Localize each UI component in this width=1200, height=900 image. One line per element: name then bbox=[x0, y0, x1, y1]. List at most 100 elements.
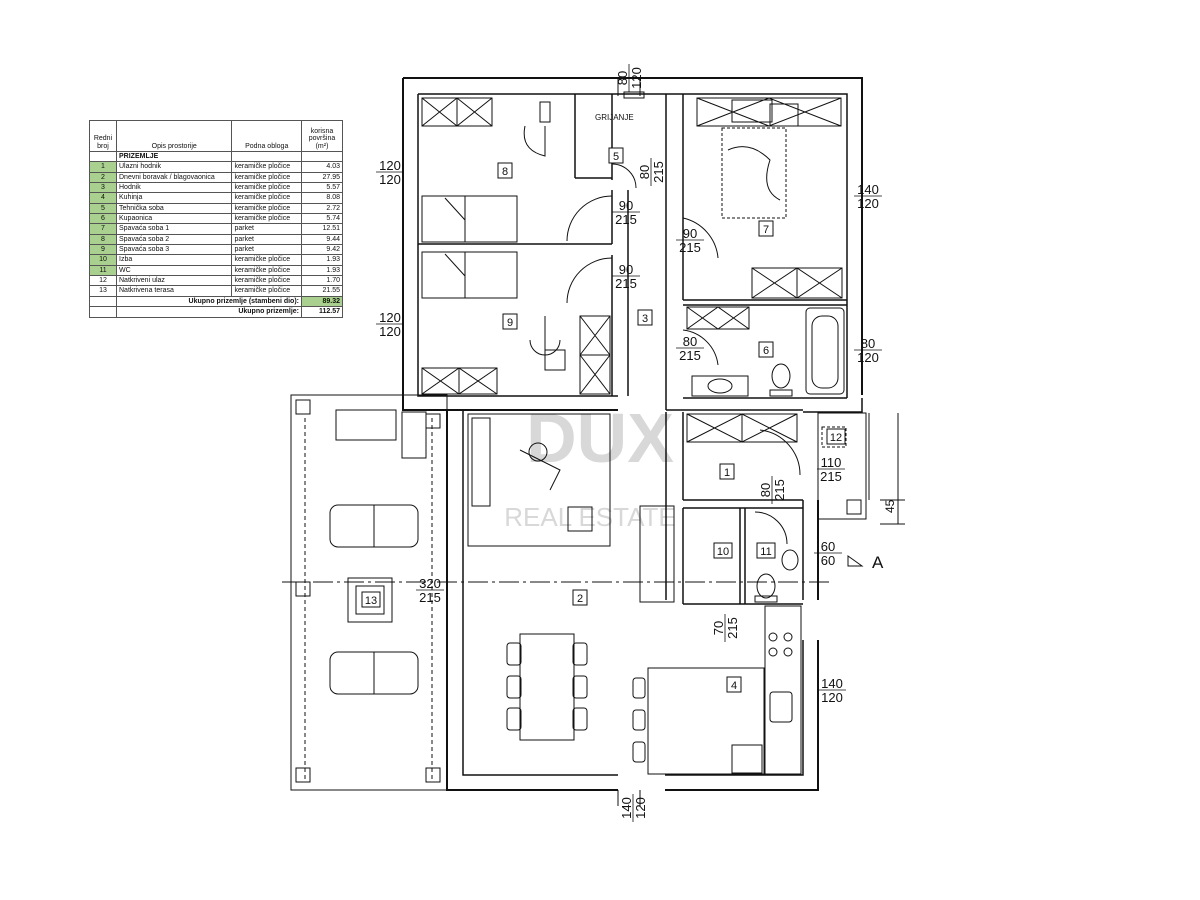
beds bbox=[421, 99, 799, 299]
top-door-marks bbox=[617, 78, 641, 96]
watermark-logo: DUX bbox=[526, 399, 674, 477]
bottom-door-marks bbox=[617, 790, 641, 806]
room-number: 10 bbox=[717, 546, 729, 558]
room-number-box bbox=[502, 313, 518, 330]
table-header-row: Redni broj Opis prostorije Podna obloga … bbox=[89, 120, 343, 152]
dimension-top: 70 bbox=[711, 621, 726, 635]
room-number-box bbox=[572, 589, 588, 606]
dining-table bbox=[506, 633, 646, 763]
dimension-bottom: 120 bbox=[379, 172, 401, 187]
dimension-top: 80 bbox=[861, 336, 875, 351]
dimension-bottom: 215 bbox=[725, 617, 740, 639]
col-header-number: Redni broj bbox=[89, 120, 117, 152]
room-number-box bbox=[758, 341, 774, 358]
dimension-top: 60 bbox=[821, 539, 835, 554]
room-number-box bbox=[758, 220, 774, 237]
dimension-45: 45 bbox=[883, 499, 897, 513]
dimension-bottom: 120 bbox=[379, 324, 401, 339]
dimension-top: 90 bbox=[619, 198, 633, 213]
dimension-bottom: 215 bbox=[615, 276, 637, 291]
section-label-a: A bbox=[872, 553, 884, 572]
dimension-top: 80 bbox=[615, 71, 630, 85]
desks bbox=[523, 91, 645, 371]
dimension-bottom: 215 bbox=[679, 240, 701, 255]
dimension-top: 140 bbox=[857, 182, 879, 197]
room-number: 1 bbox=[724, 467, 730, 479]
room-number: 3 bbox=[642, 313, 648, 325]
room-number-box bbox=[497, 162, 513, 179]
total-value: 112.57 bbox=[301, 306, 343, 318]
room-number: 9 bbox=[507, 317, 513, 329]
col-header-description: Opis prostorije bbox=[115, 120, 233, 152]
room-number-box bbox=[719, 463, 735, 480]
dimension-bottom: 60 bbox=[821, 553, 835, 568]
room-number-box bbox=[608, 147, 624, 164]
dimension-top: 80 bbox=[637, 165, 652, 179]
room-number-box bbox=[726, 676, 742, 693]
dimension-top: 80 bbox=[758, 483, 773, 497]
dimension-bottom: 215 bbox=[772, 479, 787, 501]
dimension-top: 80 bbox=[683, 334, 697, 349]
room-number: 8 bbox=[502, 166, 508, 178]
kitchen-fixtures bbox=[639, 505, 802, 775]
room-number: 7 bbox=[763, 224, 769, 236]
dimension-bottom: 215 bbox=[419, 590, 441, 605]
interior-walls bbox=[418, 94, 847, 605]
room-number: 12 bbox=[830, 432, 842, 444]
room-number-box bbox=[637, 309, 653, 326]
room-number-box bbox=[361, 591, 381, 608]
section-line-a bbox=[282, 555, 864, 583]
room-number-box bbox=[756, 542, 776, 559]
room-number: 11 bbox=[760, 546, 771, 558]
dimension-top: 320 bbox=[419, 576, 441, 591]
dimension-top: 90 bbox=[683, 226, 697, 241]
dimension-top: 140 bbox=[821, 676, 843, 691]
dimension-bottom: 120 bbox=[857, 196, 879, 211]
dimension-bottom: 120 bbox=[857, 350, 879, 365]
room-number-box bbox=[826, 428, 846, 445]
room-number: 4 bbox=[731, 680, 737, 692]
room-number: 2 bbox=[577, 593, 583, 605]
dimension-bottom: 215 bbox=[820, 469, 842, 484]
dimension-bottom: 215 bbox=[651, 161, 666, 183]
dimension-bottom: 215 bbox=[615, 212, 637, 227]
col-header-area: korisna površina (m²) bbox=[301, 120, 343, 152]
dimension-top: 140 bbox=[619, 797, 634, 819]
room-number: 5 bbox=[613, 151, 619, 163]
dimension-top: 120 bbox=[379, 158, 401, 173]
dimension-bottom: 120 bbox=[821, 690, 843, 705]
dimension-top: 120 bbox=[379, 310, 401, 325]
entrance-canopy bbox=[817, 412, 905, 525]
dimension-bottom: 120 bbox=[633, 797, 648, 819]
total-row: Ukupno prizemlje: 112.57 bbox=[89, 306, 343, 318]
room-number-box bbox=[713, 542, 733, 559]
room-area-table: Redni broj Opis prostorije Podna obloga … bbox=[89, 120, 343, 318]
dimension-bottom: 120 bbox=[629, 67, 644, 89]
dimension-top: 90 bbox=[619, 262, 633, 277]
bathroom-fixtures bbox=[691, 307, 845, 603]
heating-label: GRIJANJE bbox=[595, 113, 634, 122]
covered-terrace bbox=[290, 394, 448, 791]
